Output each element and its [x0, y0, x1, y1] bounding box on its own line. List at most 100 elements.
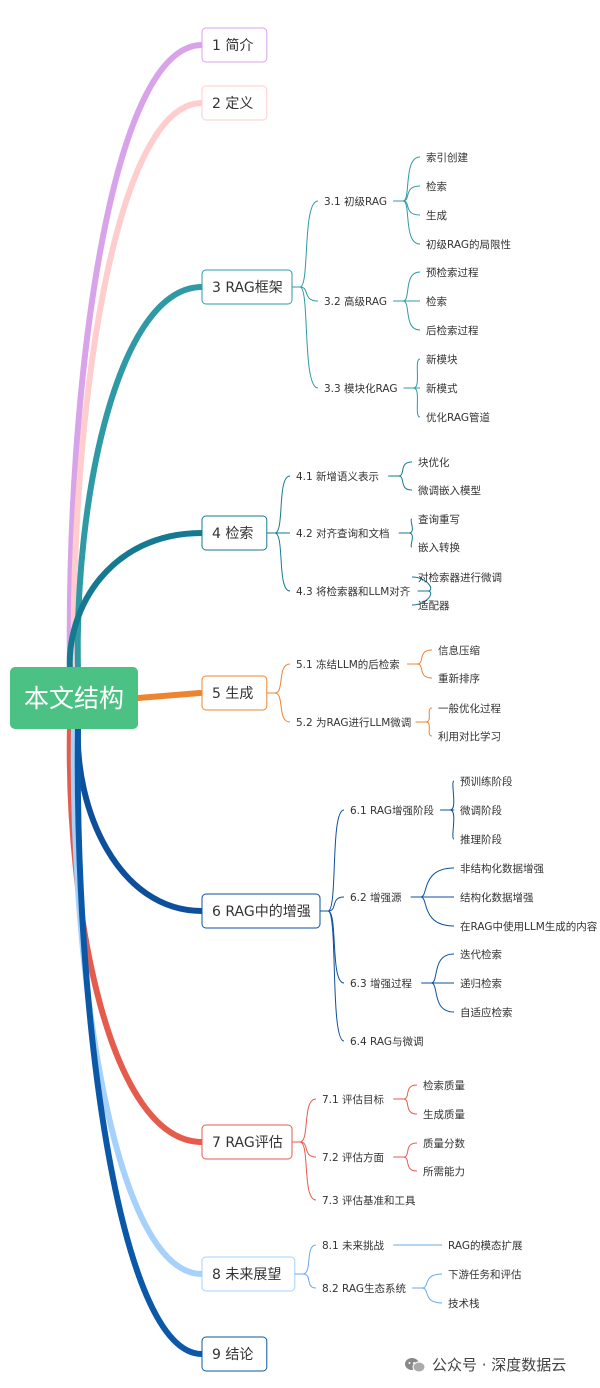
sub-node-label[interactable]: 8.2 RAG生态系统	[322, 1282, 407, 1295]
leaf-node-label[interactable]: 重新排序	[438, 672, 480, 685]
branch-node[interactable]: 8 未来展望	[201, 1256, 296, 1292]
sub-node-label[interactable]: 3.1 初级RAG	[324, 195, 387, 208]
leaf-connector	[403, 1142, 418, 1158]
leaf-node-label[interactable]: 结构化数据增强	[460, 891, 534, 904]
leaf-node-label[interactable]: 非结构化数据增强	[460, 862, 544, 875]
sub-connector	[327, 910, 345, 1042]
leaf-node-label[interactable]: 技术栈	[448, 1297, 480, 1310]
leaf-node-label[interactable]: 自适应检索	[460, 1006, 513, 1019]
sub-node-label[interactable]: 6.4 RAG与微调	[350, 1035, 424, 1048]
branch-node-label: 8 未来展望	[212, 1267, 281, 1283]
sub-node-label[interactable]: 4.3 将检索器和LLM对齐	[296, 585, 411, 598]
sub-node-label[interactable]: 5.1 冻结LLM的后检索	[296, 658, 400, 671]
leaf-node-label[interactable]: 迭代检索	[460, 948, 502, 961]
leaf-connector	[402, 156, 421, 202]
leaf-node-label[interactable]: 嵌入转换	[418, 541, 460, 554]
branch-node[interactable]: 5 生成	[201, 675, 268, 711]
sub-node-label[interactable]: 6.3 增强过程	[350, 977, 413, 990]
branch-node[interactable]: 1 简介	[201, 27, 268, 63]
sub-connector	[299, 286, 319, 302]
branch-node-label: 7 RAG评估	[212, 1135, 283, 1151]
sub-node-label[interactable]: 7.1 评估目标	[322, 1093, 385, 1106]
watermark-text: 公众号 · 深度数据云	[432, 1356, 567, 1374]
leaf-node-label[interactable]: 后检索过程	[426, 324, 479, 337]
leaf-connector	[403, 1098, 418, 1115]
branch-node[interactable]: 3 RAG框架	[201, 269, 293, 305]
leaf-node-label[interactable]: 新模式	[426, 382, 458, 395]
sub-node-label[interactable]: 6.2 增强源	[350, 891, 402, 904]
leaf-node-label[interactable]: 检索	[426, 295, 447, 308]
branch-node-label: 2 定义	[212, 96, 253, 112]
leaf-connector	[421, 1287, 443, 1304]
sub-node-label[interactable]: 3.2 高级RAG	[324, 295, 387, 308]
leaf-node-label[interactable]: 适配器	[418, 600, 450, 612]
leaf-connector	[402, 271, 421, 302]
leaf-node-label[interactable]: 递归检索	[460, 977, 502, 990]
sub-node-label[interactable]: 7.2 评估方面	[322, 1151, 384, 1164]
leaf-node-label[interactable]: 微调嵌入模型	[418, 484, 481, 497]
leaf-connector	[402, 200, 421, 245]
sub-connector	[299, 1141, 317, 1201]
branch-node-label: 5 生成	[212, 686, 253, 702]
leaf-node-label[interactable]: 生成质量	[423, 1108, 465, 1121]
leaf-node-label[interactable]: 检索	[426, 180, 447, 193]
sub-node-label[interactable]: 4.2 对齐查询和文档	[296, 527, 390, 540]
sub-node-label[interactable]: 7.3 评估基准和工具	[322, 1194, 416, 1207]
sub-node-label[interactable]: 3.3 模块化RAG	[324, 382, 398, 395]
leaf-node-label[interactable]: 信息压缩	[438, 644, 480, 657]
leaf-node-label[interactable]: 所需能力	[423, 1165, 465, 1178]
branch-node[interactable]: 7 RAG评估	[201, 1124, 293, 1160]
leaf-node-label[interactable]: 检索质量	[423, 1079, 465, 1092]
leaf-connector	[420, 867, 455, 898]
leaf-node-label[interactable]: 块优化	[418, 456, 450, 469]
sub-connector	[327, 910, 345, 984]
sub-node-label[interactable]: 5.2 为RAG进行LLM微调	[296, 716, 411, 729]
branch-node-label: 3 RAG框架	[212, 280, 283, 296]
branch-node-box	[201, 85, 268, 121]
leaf-node-label[interactable]: 微调阶段	[460, 804, 502, 817]
leaf-node-label[interactable]: 利用对比学习	[438, 730, 501, 743]
leaf-node-label[interactable]: 初级RAG的局限性	[426, 238, 511, 251]
leaf-connector	[411, 576, 432, 592]
leaf-node-label[interactable]: 预训练阶段	[460, 775, 513, 788]
branch-node-box	[201, 1336, 268, 1372]
branch-node-label: 1 简介	[212, 37, 253, 54]
leaf-node-label[interactable]: RAG的模态扩展	[448, 1239, 523, 1252]
root-node[interactable]: 本文结构	[10, 667, 138, 729]
sub-node-label[interactable]: 6.1 RAG增强阶段	[350, 804, 435, 817]
watermark: 公众号 · 深度数据云	[404, 1354, 566, 1375]
branch-node[interactable]: 9 结论	[201, 1336, 268, 1372]
leaf-node-label[interactable]: 推理阶段	[460, 833, 502, 846]
branch-node[interactable]: 4 检索	[201, 515, 268, 551]
leaf-connector	[403, 1156, 418, 1172]
leaf-node-label[interactable]: 查询重写	[418, 513, 460, 526]
leaf-connector	[413, 387, 421, 418]
branch-node[interactable]: 2 定义	[201, 85, 268, 121]
leaf-connector	[411, 590, 432, 606]
branch-connector	[66, 722, 205, 1145]
leaf-connector	[402, 300, 421, 331]
wechat-icon	[405, 1357, 426, 1372]
leaf-node-label[interactable]: 下游任务和评估	[448, 1268, 522, 1281]
branch-node[interactable]: 6 RAG中的增强	[201, 893, 321, 929]
branch-node-label: 4 检索	[212, 525, 253, 542]
leaf-connector	[425, 721, 433, 737]
branch-connector	[66, 42, 205, 674]
leaf-connector	[398, 475, 413, 491]
branch-connector	[66, 530, 205, 674]
sub-node-label[interactable]: 8.1 未来挑战	[322, 1239, 385, 1252]
leaf-node-label[interactable]: 质量分数	[423, 1137, 465, 1150]
leaf-node-label[interactable]: 一般优化过程	[438, 702, 501, 715]
leaf-node-label[interactable]: 新模块	[426, 353, 458, 366]
sub-connector	[274, 532, 291, 592]
leaf-node-label[interactable]: 生成	[426, 209, 447, 222]
leaf-connector	[416, 663, 433, 679]
leaf-node-label[interactable]: 在RAG中使用LLM生成的内容	[460, 920, 598, 933]
leaf-node-label[interactable]: 预检索过程	[426, 266, 479, 279]
branch-connector	[135, 690, 203, 701]
leaf-node-label[interactable]: 优化RAG管道	[426, 411, 491, 424]
sub-node-label[interactable]: 4.1 新增语义表示	[296, 470, 379, 483]
leaf-node-label[interactable]: 索引创建	[426, 151, 468, 164]
leaf-node-label[interactable]: 对检索器进行微调	[418, 571, 502, 584]
leaf-connector	[413, 358, 421, 389]
